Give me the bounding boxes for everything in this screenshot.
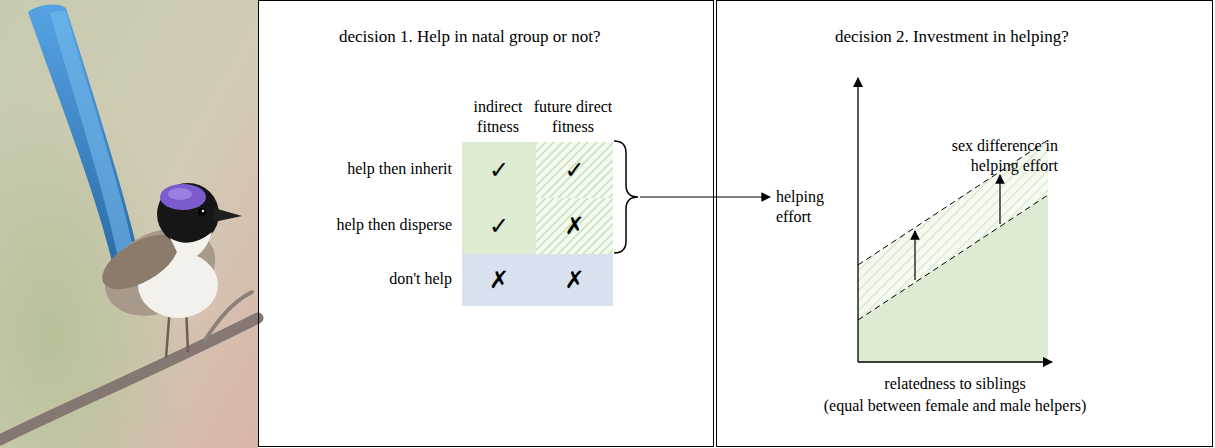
axis-label: helping effort: [776, 187, 838, 227]
brace: [614, 141, 638, 253]
bird-tail-highlight: [50, 11, 134, 258]
difference-arrow: [999, 175, 1000, 224]
bird-photo: [0, 0, 258, 448]
table-cell: ✗: [536, 198, 613, 254]
table-cell: ✓: [462, 198, 536, 254]
row-label: help then inherit: [282, 159, 452, 179]
check-mark: ✓: [489, 156, 509, 184]
check-mark: ✓: [489, 212, 509, 240]
table-cell: ✓: [462, 142, 536, 198]
row-label: don't help: [282, 269, 452, 289]
photo-background-blur: [0, 0, 258, 448]
check-mark: ✗: [489, 266, 509, 294]
column-header: future direct fitness: [527, 97, 619, 137]
axis-label: relatedness to siblings: [805, 374, 1105, 394]
lower-dashed-line: [858, 195, 1048, 320]
table-cell: ✗: [462, 254, 536, 306]
panel-title: decision 2. Investment in helping?: [835, 26, 1069, 48]
column-header: indirect fitness: [466, 97, 530, 137]
check-mark: ✗: [564, 212, 584, 240]
check-mark: ✗: [564, 266, 584, 294]
decision-panel: decision 1. Help in natal group or not? ✓…: [258, 0, 714, 447]
row-label: help then disperse: [282, 215, 452, 235]
bird-throat: [170, 232, 212, 262]
panel-title: decision 1. Help in natal group or not?: [339, 26, 601, 48]
annotation: sex difference in helping effort: [908, 136, 1058, 176]
axis-note: (equal between female and male helpers): [790, 396, 1120, 416]
bird-crown: [160, 184, 206, 210]
bird-eye-highlight: [202, 210, 204, 212]
table-cell: ✗: [536, 254, 613, 306]
bird-eye: [198, 208, 206, 216]
bird-crown-highlight: [168, 188, 192, 200]
bird-beak: [214, 208, 242, 222]
branch: [0, 318, 258, 440]
bird-tail: [28, 5, 138, 262]
x-axis: [858, 361, 1052, 362]
photo-background: [0, 0, 258, 448]
y-axis: [857, 78, 858, 362]
check-mark: ✓: [564, 156, 584, 184]
table-cell: ✓: [536, 142, 613, 198]
effort-chart: [858, 78, 1052, 362]
difference-arrow: [914, 231, 915, 280]
brace-arrow: [640, 196, 770, 197]
